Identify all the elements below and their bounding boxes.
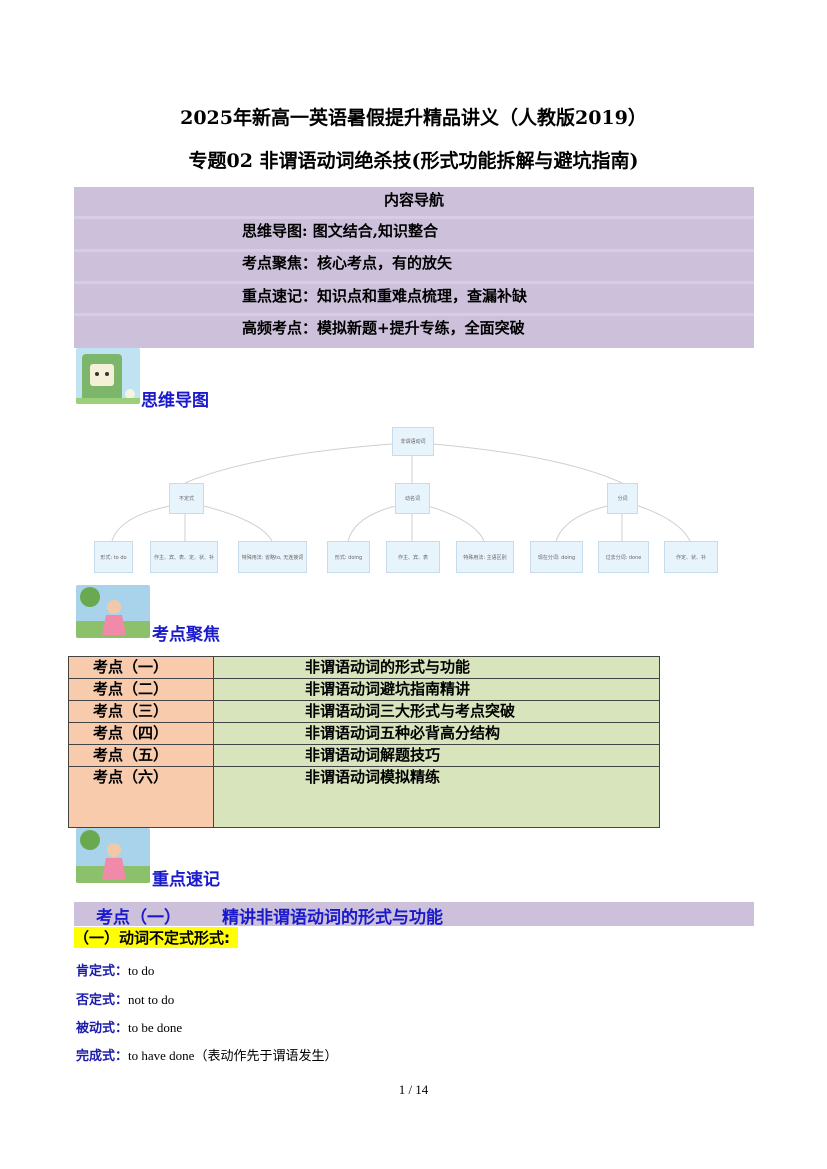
focus-table-row: 考点（六）非谓语动词模拟精练 [68,766,660,828]
focus-topic: 非谓语动词避坑指南精讲 [213,678,660,701]
mind-map-leaf: 作定、状、补 [664,541,718,573]
focus-table-row: 考点（三）非谓语动词三大形式与考点突破 [68,700,660,723]
focus-table: 考点（一）非谓语动词的形式与功能考点（二）非谓语动词避坑指南精讲考点（三）非谓语… [68,656,660,828]
book-mascot-icon [76,348,140,404]
point-title: 精讲非谓语动词的形式与功能 [222,908,443,928]
document-title: 2025年新高一英语暑假提升精品讲义（人教版2019） [180,107,647,129]
mind-map-leaf: 形式: to do [94,541,133,573]
focus-point: 考点（四） [68,722,214,745]
mind-map-node: 不定式 [169,483,204,514]
subheading-highlight: （一）动词不定式形式: [74,927,238,948]
mind-map-node: 动名词 [395,483,430,514]
form-line: 被动式：to be done [76,1017,182,1036]
mind-map-leaf: 现在分词: doing [530,541,583,573]
focus-point: 考点（六） [68,766,214,828]
content-navigation: 内容导航 思维导图: 图文结合,知识整合 考点聚焦：核心考点，有的放矢 重点速记… [74,187,754,348]
form-label: 肯定式： [76,964,129,979]
focus-point: 考点（三） [68,700,214,723]
nav-item: 重点速记：知识点和重难点梳理，查漏补缺 [242,287,528,305]
focus-topic: 非谓语动词五种必背高分结构 [213,722,660,745]
form-label: 完成式： [76,1049,129,1064]
mind-map-leaf: 特殊用法: 省略to, 无连接词 [238,541,307,573]
section-heading-focus: 考点聚焦 [152,625,220,645]
focus-point: 考点（五） [68,744,214,767]
nav-item: 思维导图: 图文结合,知识整合 [242,222,438,240]
form-text: not to do [128,992,175,1007]
page-number: 1 / 14 [398,1082,429,1097]
focus-table-row: 考点（二）非谓语动词避坑指南精讲 [68,678,660,701]
form-line: 完成式：to have done（表动作先于谓语发生） [76,1045,337,1064]
focus-point: 考点（二） [68,678,214,701]
reading-girl-icon [76,828,150,883]
mind-map-root: 非谓语动词 [392,427,434,456]
focus-table-row: 考点（四）非谓语动词五种必背高分结构 [68,722,660,745]
form-label: 被动式： [76,1021,129,1036]
form-text: to be done [128,1020,183,1035]
focus-topic: 非谓语动词模拟精练 [213,766,660,828]
mind-map-leaf: 过去分词: done [598,541,649,573]
mind-map-leaf: 特殊用法: 主语区别 [456,541,514,573]
section-heading-notes: 重点速记 [152,870,220,890]
form-text: to have done（表动作先于谓语发生） [128,1048,338,1063]
nav-item: 考点聚焦：核心考点，有的放矢 [242,254,453,272]
focus-topic: 非谓语动词的形式与功能 [213,656,660,679]
nav-item: 高频考点：模拟新题+提升专练，全面突破 [242,319,525,337]
mind-map-leaf: 作主、宾、表、定、状、补 [150,541,218,573]
document-subtitle: 专题02 非谓语动词绝杀技(形式功能拆解与避坑指南) [188,150,639,172]
form-label: 否定式： [76,993,129,1008]
mind-map-leaf: 形式: doing [327,541,370,573]
focus-table-row: 考点（五）非谓语动词解题技巧 [68,744,660,767]
mind-map-leaf: 作主、宾、表 [386,541,440,573]
section-heading-mindmap: 思维导图 [141,391,209,411]
nav-heading: 内容导航 [383,191,444,209]
focus-table-row: 考点（一）非谓语动词的形式与功能 [68,656,660,679]
focus-topic: 非谓语动词解题技巧 [213,744,660,767]
form-line: 否定式：not to do [76,989,174,1008]
form-line: 肯定式：to do [76,960,154,979]
focus-topic: 非谓语动词三大形式与考点突破 [213,700,660,723]
focus-point: 考点（一） [68,656,214,679]
reading-girl-icon [76,585,150,638]
point-heading-bar: 考点（一） 精讲非谓语动词的形式与功能 [74,902,754,928]
mind-map-node: 分词 [607,483,638,514]
form-text: to do [128,963,155,978]
point-label: 考点（一） [96,908,181,928]
